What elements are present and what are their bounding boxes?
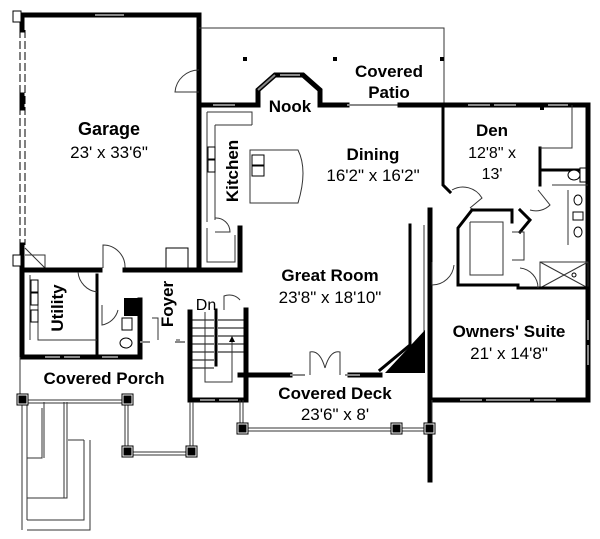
utility-label: Utility [48, 284, 67, 332]
west-wing-walls [19, 267, 249, 403]
great-room-label: Great Room [281, 266, 378, 285]
porch-and-deck [16, 357, 436, 531]
great-room-walls [237, 207, 455, 483]
foyer-label: Foyer [158, 280, 177, 327]
owners-suite-dims: 21' x 14'8" [470, 344, 548, 363]
covered-patio-outline [199, 27, 445, 105]
stair-treads [192, 319, 244, 369]
covered-deck-label: Covered Deck [278, 384, 392, 403]
owners-suite-label: Owners' Suite [453, 322, 566, 341]
covered-deck-dims: 23'6" x 8' [301, 405, 369, 424]
den-walls [441, 103, 590, 290]
stairs-down-label: Dn [196, 297, 216, 314]
garage-dims: 23' x 33'6" [70, 143, 148, 162]
den-dims-2: 13' [482, 166, 503, 183]
den-dims-1: 12'8" x [468, 145, 516, 162]
garage-walls [12, 10, 202, 273]
den-label: Den [476, 121, 508, 140]
garage-label: Garage [78, 119, 140, 139]
room-labels: Garage 23' x 33'6" Nook Covered Patio Ki… [44, 62, 566, 424]
owners-suite-walls [427, 283, 591, 403]
kitchen-label: Kitchen [223, 140, 242, 202]
covered-porch-label: Covered Porch [44, 369, 165, 388]
nook-label: Nook [269, 97, 312, 116]
covered-patio-label-2: Patio [368, 83, 410, 102]
dining-label: Dining [347, 145, 400, 164]
covered-patio-label-1: Covered [355, 62, 423, 81]
dining-dims: 16'2" x 16'2" [326, 166, 419, 185]
great-room-dims: 23'8" x 18'10" [279, 288, 382, 307]
